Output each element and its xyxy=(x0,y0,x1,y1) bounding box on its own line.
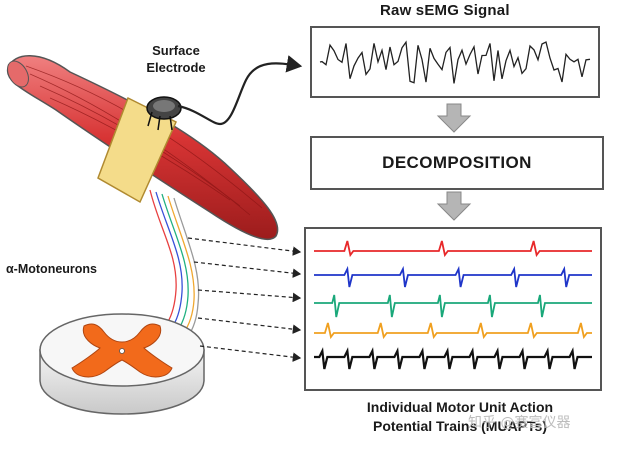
muapt-trace-1 xyxy=(314,240,592,258)
down-arrow-1 xyxy=(436,103,472,133)
raw-signal-box xyxy=(310,26,600,98)
electrode-cable xyxy=(177,55,303,126)
down-arrow-2 xyxy=(436,191,472,221)
caption-line-2: Potential Trains (MUAPTs) xyxy=(373,418,547,434)
muapt-train-1 xyxy=(314,240,592,258)
muapt-box xyxy=(304,227,602,391)
muapt-trace-4 xyxy=(314,322,592,340)
decomposition-label: DECOMPOSITION xyxy=(382,153,532,172)
muapt-train-5 xyxy=(314,347,592,370)
muapt-traces xyxy=(314,240,592,370)
muapt-trace-5 xyxy=(314,347,592,370)
decomposition-box: DECOMPOSITION xyxy=(310,136,604,190)
raw-signal-trace xyxy=(319,40,591,84)
muapt-trace-2 xyxy=(314,265,592,288)
caption-line-1: Individual Motor Unit Action xyxy=(366,399,554,415)
spinal-cord xyxy=(39,313,205,415)
watermark: 知乎 @赛富仪器 xyxy=(468,415,571,431)
dashed-arrows xyxy=(187,237,302,362)
surface-electrode-label: Surface Electrode xyxy=(128,42,224,76)
muapt-train-4 xyxy=(314,322,592,340)
muapt-train-3 xyxy=(314,294,592,318)
muapt-trace-3 xyxy=(314,294,592,318)
motoneurons-label: α-Motoneurons xyxy=(6,262,98,276)
raw-signal-title: Raw sEMG Signal xyxy=(380,2,510,19)
muapt-caption: Individual Motor Unit Action Potential T… xyxy=(305,398,615,436)
surface-electrode-icon xyxy=(146,96,182,131)
muapt-train-2 xyxy=(314,265,592,288)
surface-electrode-text: Surface Electrode xyxy=(146,43,206,75)
